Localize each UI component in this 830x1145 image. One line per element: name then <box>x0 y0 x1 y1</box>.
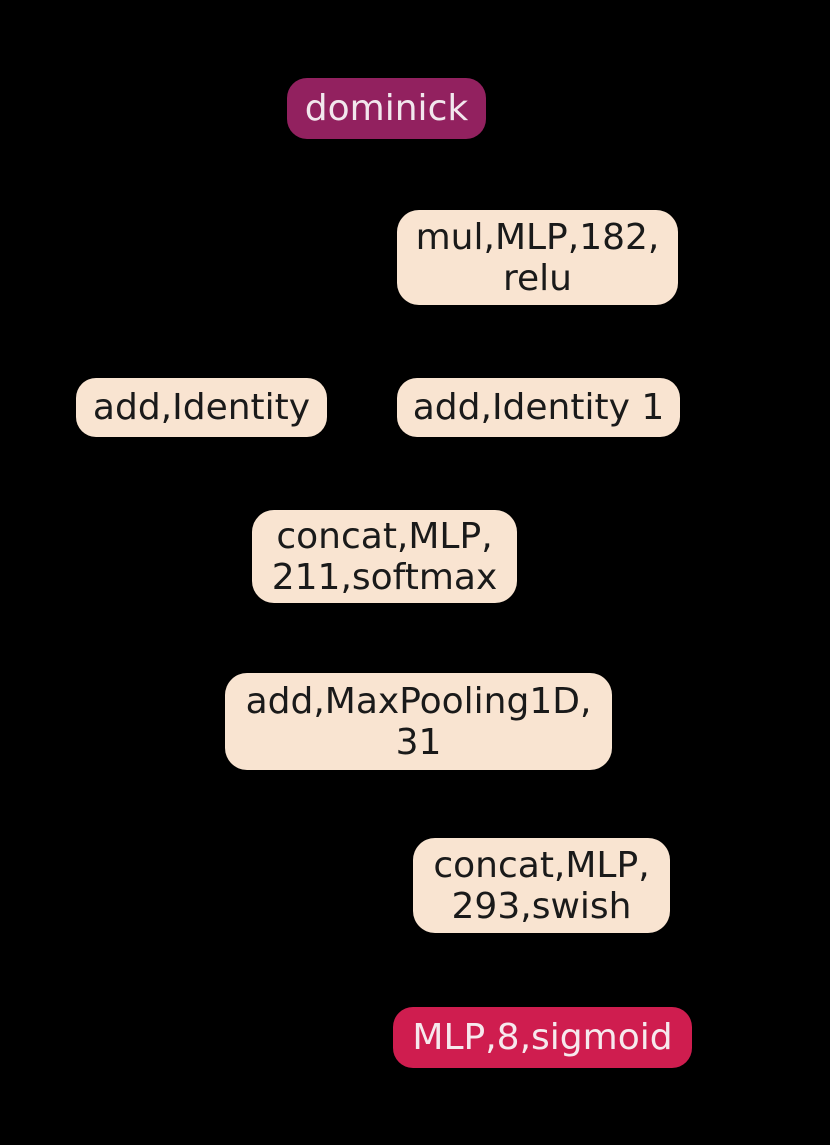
graph-node-dominick: dominick <box>287 78 486 139</box>
graph-node-concat-mlp-293-swish: concat,MLP, 293,swish <box>413 838 670 933</box>
node-label-line: relu <box>503 257 572 299</box>
graph-node-add-identity: add,Identity <box>76 378 327 437</box>
node-label-line: 293,swish <box>451 885 632 927</box>
node-label-line: mul,MLP,182, <box>415 216 660 258</box>
node-label-line: concat,MLP, <box>276 515 493 557</box>
node-label-line: 211,softmax <box>271 556 498 598</box>
graph-node-mul-mlp-182-relu: mul,MLP,182, relu <box>397 210 678 305</box>
graph-node-mlp-8-sigmoid: MLP,8,sigmoid <box>393 1007 692 1068</box>
node-label-line: add,Identity <box>92 387 311 428</box>
graph-node-add-identity-1: add,Identity 1 <box>397 378 680 437</box>
node-label-line: add,MaxPooling1D, <box>245 680 592 722</box>
node-label-line: dominick <box>304 88 469 129</box>
node-label-line: add,Identity 1 <box>412 387 665 428</box>
node-label-line: concat,MLP, <box>433 844 650 886</box>
node-label-line: 31 <box>395 721 442 763</box>
graph-node-concat-mlp-211-softmax: concat,MLP, 211,softmax <box>252 510 517 603</box>
graph-node-add-maxpooling1d-31: add,MaxPooling1D, 31 <box>225 673 612 770</box>
node-label-line: MLP,8,sigmoid <box>412 1017 673 1058</box>
